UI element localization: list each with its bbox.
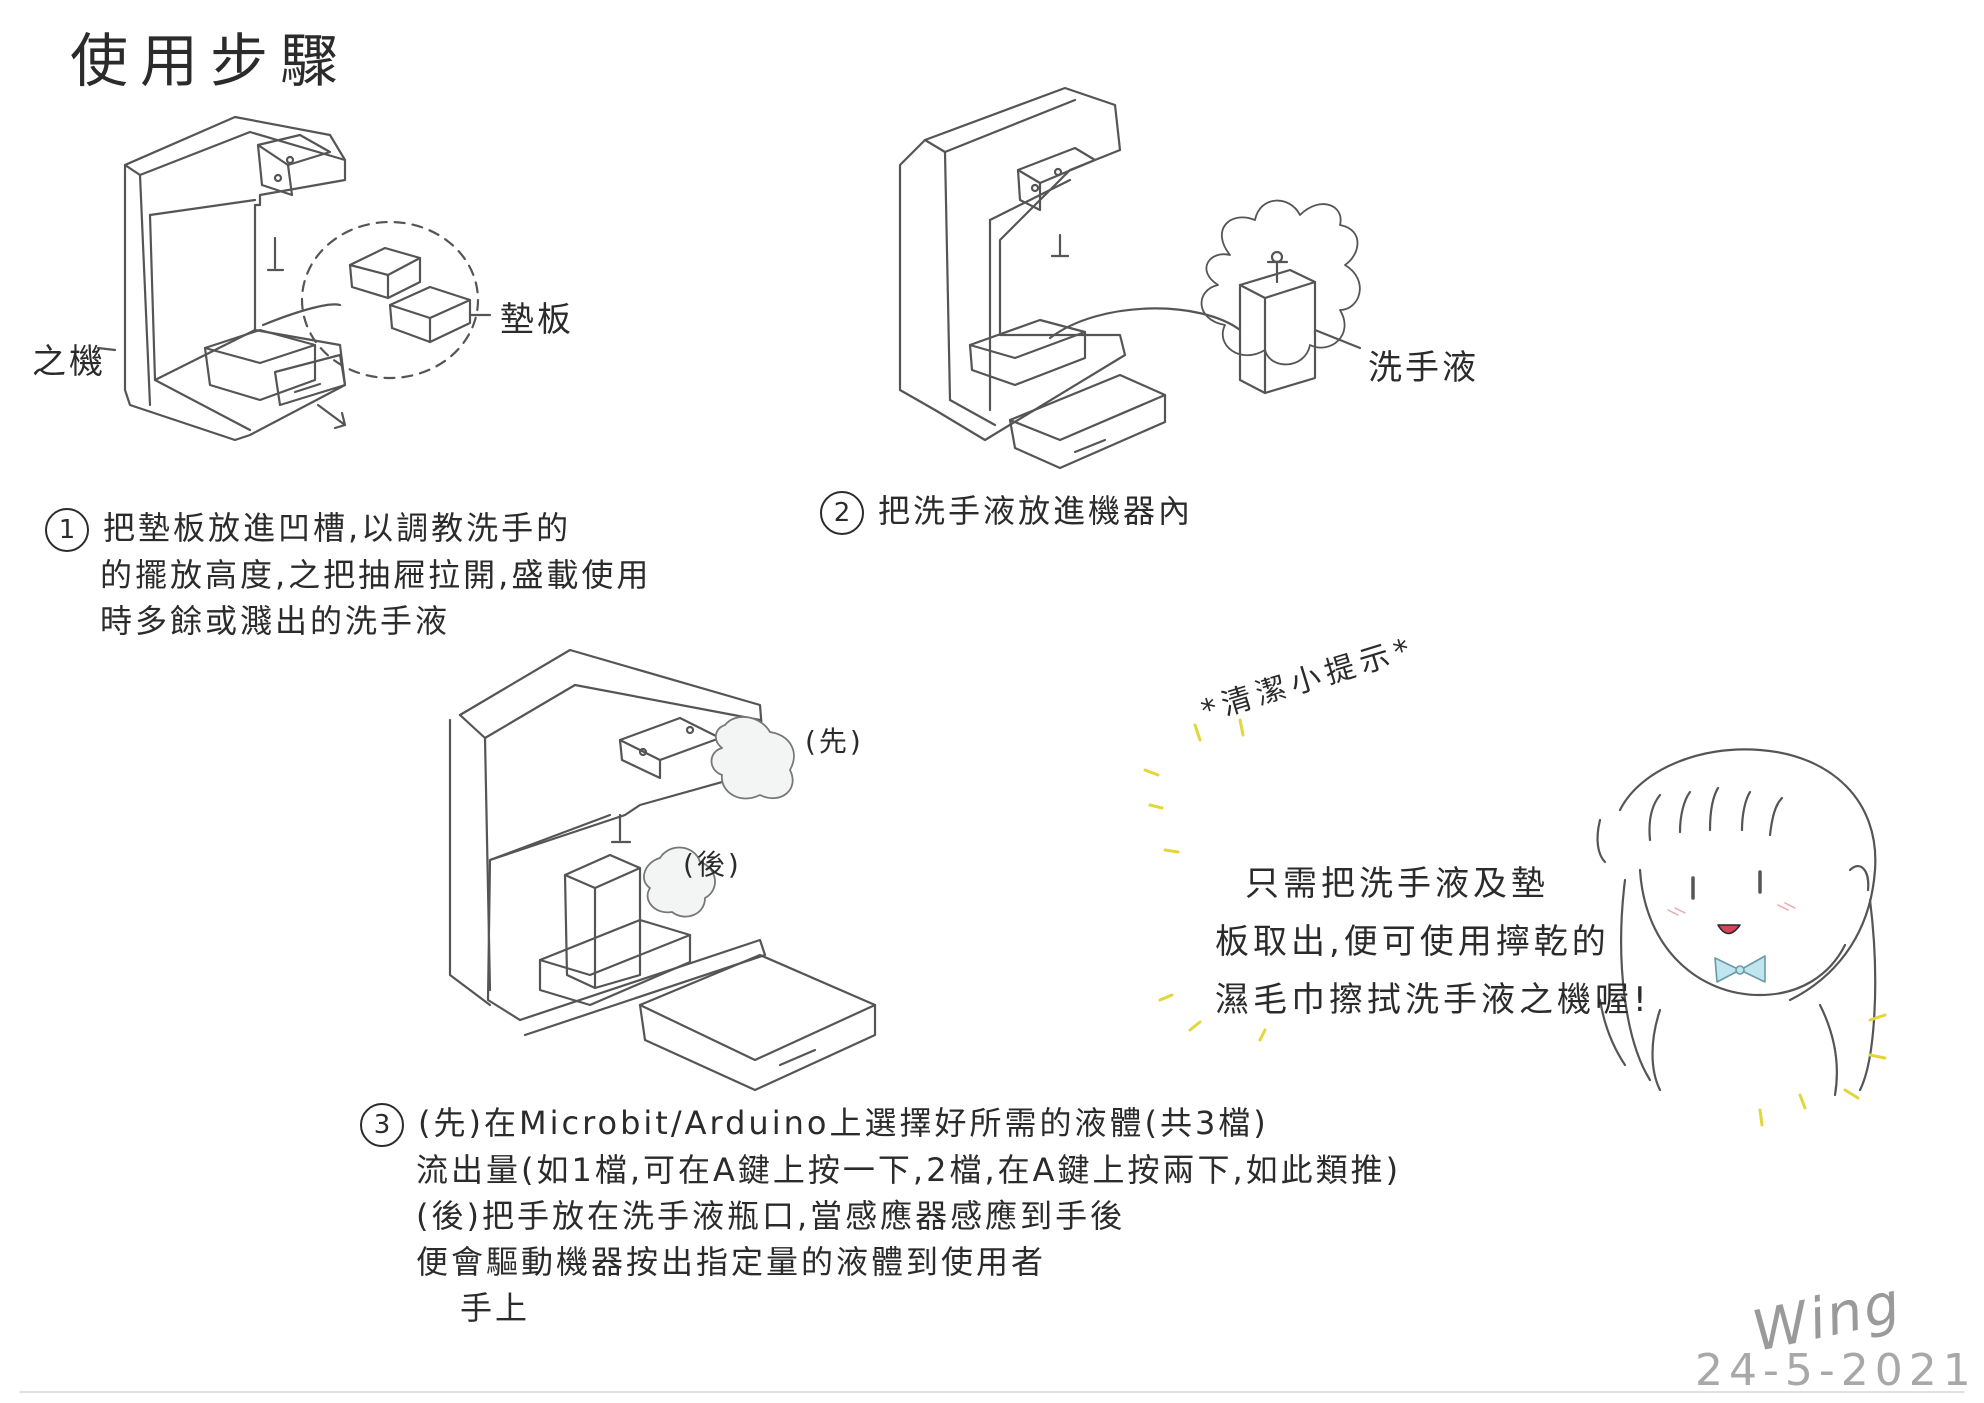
step-1-number: 1	[45, 508, 89, 552]
step-3-line-2: 流出量(如1檔,可在A鍵上按一下,2檔,在A鍵上按兩下,如此類推)	[416, 1151, 1402, 1189]
tips-line-2: 板取出,便可使用擰乾的	[1215, 922, 1610, 962]
step-1-line-3: 時多餘或濺出的洗手液	[100, 602, 451, 640]
step-3-number: 3	[360, 1103, 404, 1147]
label-machine: 之機	[32, 342, 106, 382]
tips-line-3: 濕毛巾擦拭洗手液之機喔!	[1215, 980, 1651, 1020]
page-title: 使用步驟	[70, 27, 351, 95]
step-3-line-4: 便會驅動機器按出指定量的液體到使用者	[416, 1243, 1047, 1281]
tips-body: 只需把洗手液及墊 板取出,便可使用擰乾的 濕毛巾擦拭洗手液之機喔!	[1215, 855, 1651, 1029]
label-after: (後)	[683, 848, 742, 881]
step-1-line-1: 把墊板放進凹槽,以調教洗手的	[103, 509, 572, 547]
step-1-line-2: 的擺放高度,之把抽屜拉開,盛載使用	[100, 556, 652, 594]
step-2-line-1: 把洗手液放進機器內	[878, 492, 1194, 530]
diagram-3-machine	[448, 648, 877, 1092]
step-3-line-3: (後)把手放在洗手液瓶口,當感應器感應到手後	[416, 1197, 1126, 1235]
step-2-number: 2	[820, 491, 864, 535]
tips-line-1: 只需把洗手液及墊	[1245, 864, 1549, 904]
diagram-2-machine	[898, 86, 1362, 470]
diagram-1-machine	[96, 115, 492, 442]
step-1: 1 把墊板放進凹槽,以調教洗手的 的擺放高度,之把抽屜拉開,盛載使用 時多餘或濺出…	[45, 505, 651, 644]
label-first: (先)	[805, 725, 864, 758]
step-3-line-5: 手上	[460, 1289, 531, 1327]
step-2: 2 把洗手液放進機器內	[820, 488, 1193, 535]
date: 24-5-2021	[1695, 1345, 1977, 1396]
girl-illustration	[1596, 748, 1877, 1097]
sparkle-marks	[1143, 718, 1887, 1127]
label-soap: 洗手液	[1368, 348, 1479, 388]
label-pad: 墊板	[500, 300, 574, 340]
step-3-line-1: (先)在Microbit/Arduino上選擇好所需的液體(共3檔)	[418, 1104, 1269, 1142]
step-3: 3 (先)在Microbit/Arduino上選擇好所需的液體(共3檔) 流出量(…	[360, 1100, 1401, 1331]
